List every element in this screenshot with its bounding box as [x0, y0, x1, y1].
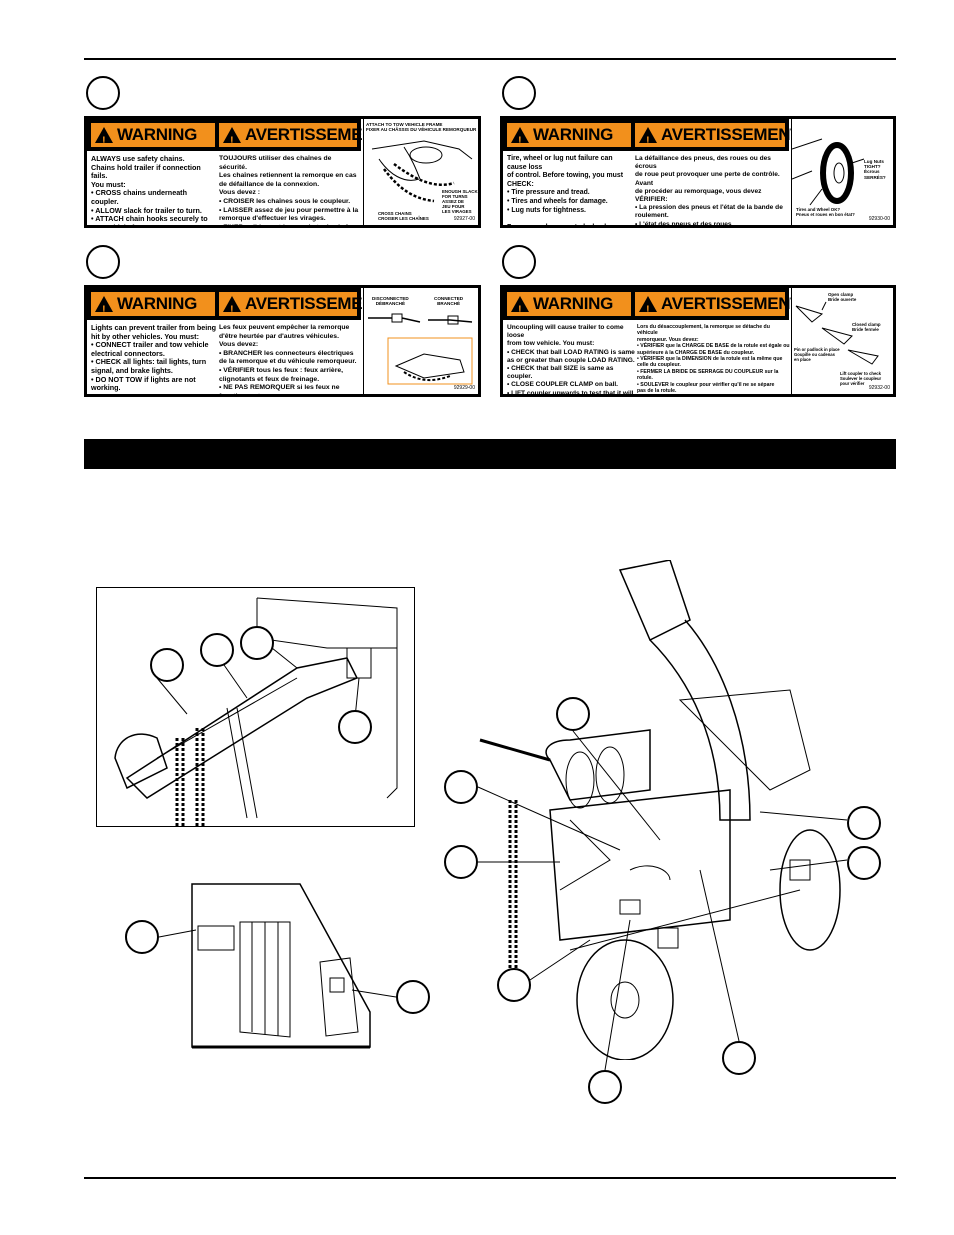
pic-caption-closed: Closed clamp Bride fermée: [852, 322, 881, 332]
callout-circle: [847, 806, 881, 840]
avertissement-tag: AVERTISSEMENT: [219, 292, 385, 322]
warning-triangle-icon: [511, 127, 529, 153]
warning-tag: WARNING: [91, 123, 215, 153]
english-text: Lights can prevent trailer from being hi…: [91, 323, 217, 393]
pic-caption-cross: CROSS CHAINS CROISER LES CHAÎNES: [378, 211, 429, 221]
coupler-drawing-icon: [795, 301, 879, 365]
warning-label-lights: WARNING AVERTISSEMENT Lights can prevent…: [84, 285, 481, 397]
callout-circle: [444, 845, 478, 879]
warning-label-coupler: WARNING AVERTISSEMENT Uncoupling will ca…: [500, 285, 896, 397]
pic-caption-open: Open clamp Bride ouverte: [828, 292, 857, 302]
pic-caption-pin: Pin or padlock in place Goupille ou cade…: [794, 347, 840, 362]
pic-caption-disconnected: DISCONNECTED DÉBRANCHÉ: [372, 296, 409, 307]
warning-tag: WARNING: [507, 292, 631, 322]
pic-caption-lugnuts: Lug Nuts TIGHT? Écrous SERRÉS?: [864, 159, 886, 180]
bottom-rule: [84, 1177, 896, 1179]
label-code: 92927-00: [453, 216, 475, 222]
callout-circle: [150, 648, 184, 682]
warning-label-safety-chains: WARNING AVERTISSEMENT ALWAYS use safety …: [84, 116, 481, 228]
warning-text: WARNING: [117, 294, 198, 313]
callout-circle: [396, 980, 430, 1014]
french-text: Les feux peuvent empêcher la remorque d'…: [219, 324, 357, 397]
warning-triangle-icon: [639, 127, 657, 153]
section-header-bar: [84, 439, 896, 469]
hopper-drawing-icon: [191, 883, 371, 1049]
avertissement-tag: AVERTISSEMENT: [219, 123, 385, 153]
warning-tag: WARNING: [507, 123, 631, 153]
connector-drawing-icon: [368, 313, 473, 385]
avertissement-tag: AVERTISSEMENT: [635, 123, 801, 153]
warning-triangle-icon: [223, 127, 241, 153]
callout-circle: [125, 920, 159, 954]
english-text: Uncoupling will cause trailer to come lo…: [507, 324, 635, 397]
warning-tag: WARNING: [91, 292, 215, 322]
english-text: ALWAYS use safety chains. Chains hold tr…: [91, 154, 208, 228]
coupler-illustration: Open clamp Bride ouverte Closed clamp Br…: [791, 288, 893, 394]
lights-illustration: DISCONNECTED DÉBRANCHÉ CONNECTED BRANCHÉ…: [363, 288, 478, 394]
pic-caption-top: ATTACH TO TOW VEHICLE FRAME FIXER AU CHÂ…: [366, 122, 477, 133]
hitch-drawing-icon: [114, 597, 398, 828]
warning-label-tires: WARNING AVERTISSEMENT Tire, wheel or lug…: [500, 116, 896, 228]
french-text: Lors du désaccouplement, la remorque se …: [637, 324, 790, 395]
warning-text: WARNING: [117, 125, 198, 144]
callout-circle: [722, 1041, 756, 1075]
warning-text: WARNING: [533, 294, 614, 313]
avertissement-text: AVERTISSEMENT: [661, 294, 801, 313]
french-text: La défaillance des pneus, des roues ou d…: [635, 155, 783, 228]
callout-circle: [556, 697, 590, 731]
avertissement-text: AVERTISSEMENT: [661, 125, 801, 144]
warning-triangle-icon: [223, 296, 241, 322]
label-code: 92932-00: [868, 385, 890, 391]
top-rule: [84, 58, 896, 60]
avertissement-text: AVERTISSEMENT: [245, 125, 385, 144]
callout-circle: [588, 1070, 622, 1104]
chain-drawing-icon: [371, 140, 473, 203]
callout-circle: [200, 633, 234, 667]
tire-drawing-icon: [792, 138, 865, 206]
pic-caption-slack: ENOUGH SLACK FOR TURNS ASSEZ DE JEU POUR…: [442, 189, 478, 214]
english-text: Tire, wheel or lug nut failure can cause…: [507, 155, 623, 228]
warning-triangle-icon: [639, 296, 657, 322]
warning-triangle-icon: [511, 296, 529, 322]
callout-circle: [444, 770, 478, 804]
avertissement-tag: AVERTISSEMENT: [635, 292, 801, 322]
callout-circle: [240, 626, 274, 660]
callout-circle: [338, 710, 372, 744]
warning-triangle-icon: [95, 127, 113, 153]
warning-text: WARNING: [533, 125, 614, 144]
tire-illustration: Lug Nuts TIGHT? Écrous SERRÉS? Tires and…: [791, 119, 893, 225]
hitch-detail-frame: [96, 587, 415, 828]
label-code: 92930-00: [868, 216, 890, 222]
french-text: TOUJOURS utiliser des chaînes de sécurit…: [219, 155, 359, 228]
callout-circle: [86, 76, 120, 110]
callout-circle: [502, 245, 536, 279]
callout-circle: [847, 846, 881, 880]
pic-caption-lift: Lift coupler to check Soulever le couple…: [840, 371, 882, 386]
chain-illustration: ATTACH TO TOW VEHICLE FRAME FIXER AU CHÂ…: [363, 119, 478, 225]
pic-caption-connected: CONNECTED BRANCHÉ: [434, 296, 464, 307]
warning-triangle-icon: [95, 296, 113, 322]
hopper-view: [190, 882, 380, 1052]
callout-circle: [502, 76, 536, 110]
pic-caption-tires-ok: Tires and Wheel OK? Pneus et roues en bo…: [796, 207, 855, 217]
callout-circle: [497, 968, 531, 1002]
callout-circle: [86, 245, 120, 279]
label-code: 92929-00: [453, 385, 475, 391]
avertissement-text: AVERTISSEMENT: [245, 294, 385, 313]
